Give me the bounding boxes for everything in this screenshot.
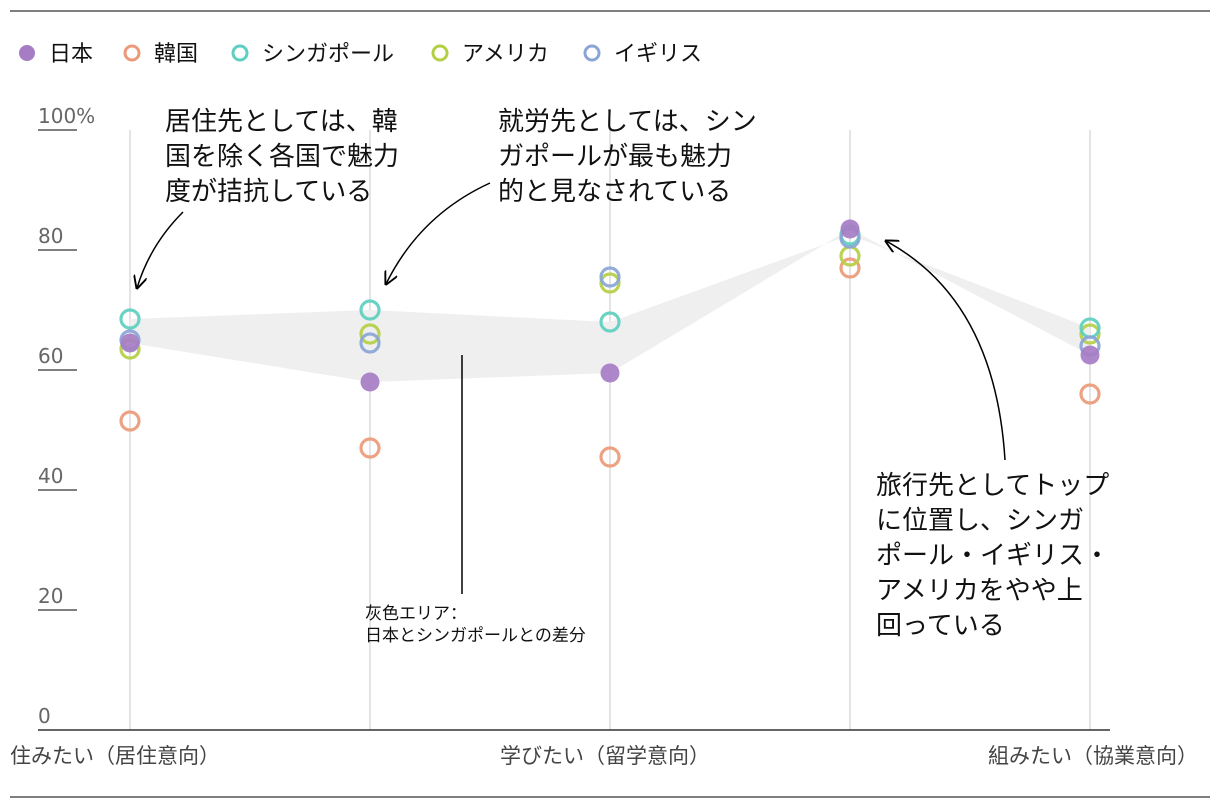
data-point-韓国 (1079, 383, 1101, 405)
data-point-シンガポール (599, 311, 621, 333)
x-tick-label: 学びたい（留学意向） (500, 744, 710, 768)
legend-marker (123, 44, 141, 62)
data-point-アメリカ (359, 323, 381, 345)
annotation-work: 就労先としては、シンガポールが最も魅力的と見なされている (498, 107, 757, 207)
data-point-日本 (120, 333, 140, 353)
data-point-日本 (840, 219, 860, 239)
y-tick-label: 100% (38, 104, 95, 128)
data-point-アメリカ (599, 272, 621, 294)
x-tick-label: 組みたい（協業意向） (988, 744, 1198, 768)
legend-item: シンガポール (231, 42, 394, 67)
annotation-travel: 旅行先としてトップに位置し、シンガポール・イギリス・アメリカをやや上回っている (876, 471, 1110, 641)
data-point-日本 (360, 372, 380, 392)
data-point-イギリス (359, 332, 381, 354)
legend-label: シンガポール (262, 42, 394, 67)
legend-marker (583, 44, 601, 62)
y-tick-label: 40 (38, 464, 63, 488)
legend-label: イギリス (614, 42, 702, 67)
legend-label: 日本 (49, 42, 93, 67)
arrow-work (386, 182, 491, 284)
arrow-residence (137, 211, 184, 288)
data-point-日本 (1080, 345, 1100, 365)
data-point-韓国 (839, 257, 861, 279)
legend-marker (431, 44, 449, 62)
data-point-韓国 (359, 437, 381, 459)
annotation-residence: 居住先としては、韓国を除く各国で魅力度が拮抗している (165, 107, 399, 207)
legend-marker (231, 44, 249, 62)
y-tick-label: 80 (38, 224, 63, 248)
legend-label: アメリカ (462, 42, 549, 67)
data-point-アメリカ (1079, 323, 1101, 345)
data-point-シンガポール (119, 308, 141, 330)
y-tick-label: 20 (38, 584, 63, 608)
y-tick-label: 60 (38, 344, 63, 368)
legend-marker (19, 45, 35, 61)
arrow-travel (886, 241, 1006, 461)
data-point-韓国 (599, 446, 621, 468)
legend-label: 韓国 (154, 42, 198, 67)
legend-item: 日本 (19, 42, 93, 67)
legend-item: 韓国 (123, 42, 198, 67)
data-point-韓国 (119, 410, 141, 432)
data-point-日本 (600, 363, 620, 383)
legend-item: イギリス (583, 42, 702, 67)
legend-item: アメリカ (431, 42, 549, 67)
data-point-イギリス (599, 266, 621, 288)
y-tick-label: 0 (38, 704, 51, 728)
x-tick-label: 住みたい（居住意向） (10, 744, 220, 768)
data-point-シンガポール (359, 299, 381, 321)
annotation-gray-area: 灰色エリア：日本とシンガポールとの差分 (365, 604, 586, 646)
